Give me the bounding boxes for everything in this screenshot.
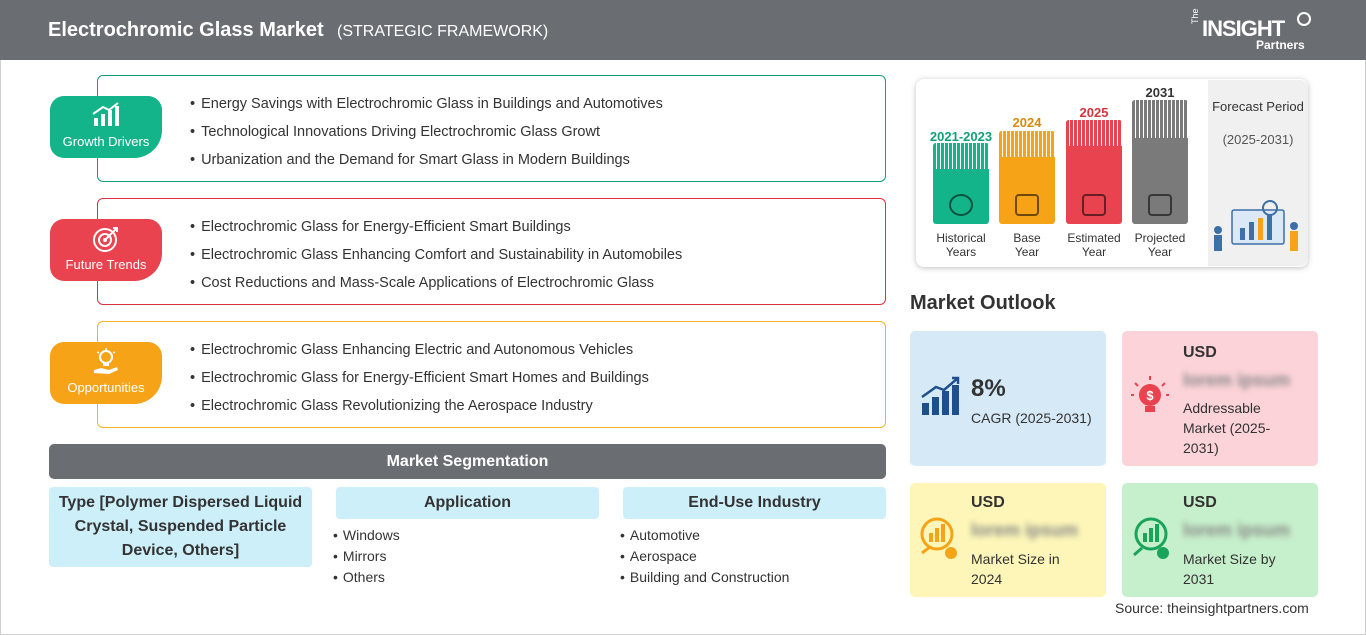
- future-trends-list: Electrochromic Glass for Energy-Efficien…: [190, 213, 682, 297]
- segment-end-use: End-Use Industry Automotive Aerospace Bu…: [623, 487, 886, 588]
- cagr-label: CAGR (2025-2031): [971, 410, 1092, 426]
- historical-bar: [933, 143, 989, 224]
- segment-type-head: Type [Polymer Dispersed Liquid Crystal, …: [49, 487, 312, 567]
- growth-drivers-list: Energy Savings with Electrochromic Glass…: [190, 90, 663, 174]
- segment-end-use-list: Automotive Aerospace Building and Constr…: [620, 525, 886, 588]
- list-item: Urbanization and the Demand for Smart Gl…: [190, 146, 663, 174]
- segment-application-list: Windows Mirrors Others: [333, 525, 599, 588]
- growth-drivers-card: Energy Savings with Electrochromic Glass…: [97, 75, 886, 182]
- money-chart-icon: [920, 517, 957, 559]
- historical-year: 2021-2023: [929, 129, 993, 144]
- list-item: Electrochromic Glass for Energy-Efficien…: [190, 364, 649, 392]
- addressable-market-box: $ USD lorem ipsum Addressable Market (20…: [1122, 331, 1318, 466]
- projected-label: Projected Year: [1134, 231, 1186, 259]
- list-item: Technological Innovations Driving Electr…: [190, 118, 663, 146]
- future-trends-tag: Future Trends: [50, 219, 162, 281]
- segment-type: Type [Polymer Dispersed Liquid Crystal, …: [49, 487, 312, 567]
- target-icon: [93, 227, 118, 252]
- estimated-year-bar: [1066, 120, 1122, 224]
- list-item: Electrochromic Glass Enhancing Electric …: [190, 336, 649, 364]
- analytics-people-icon: [1214, 200, 1298, 251]
- growth-chart-icon: [921, 376, 960, 415]
- list-item: Aerospace: [620, 546, 886, 567]
- cagr-box: 8% CAGR (2025-2031): [910, 331, 1106, 466]
- addressable-usd: USD: [1183, 344, 1217, 361]
- segment-application-head: Application: [336, 487, 599, 519]
- future-trends-label: Future Trends: [65, 257, 147, 272]
- growth-chart-icon: [92, 102, 119, 126]
- list-item: Electrochromic Glass for Energy-Efficien…: [190, 213, 682, 241]
- segment-end-use-head: End-Use Industry: [623, 487, 886, 519]
- logo-ring-icon: [1297, 12, 1311, 26]
- size-2031-value: lorem ipsum: [1183, 520, 1291, 540]
- list-item: Building and Construction: [620, 567, 886, 588]
- lightbulb-hand-icon: [94, 348, 118, 374]
- list-item: Automotive: [620, 525, 886, 546]
- opportunities-tag: Opportunities: [50, 342, 162, 404]
- list-item: Cost Reductions and Mass-Scale Applicati…: [190, 269, 682, 297]
- forecast-range: (2025-2031): [1222, 132, 1294, 147]
- bar-stripes: [1066, 120, 1122, 146]
- presentation-icon: [1148, 194, 1172, 216]
- size-2024-value: lorem ipsum: [971, 520, 1079, 540]
- future-trends-card: Electrochromic Glass for Energy-Efficien…: [97, 198, 886, 305]
- addressable-value: lorem ipsum: [1183, 370, 1291, 390]
- gear-chart-icon: [1082, 194, 1106, 216]
- historical-label: Historical Years: [936, 231, 986, 259]
- size-2031-label: Market Size by 2031: [1183, 551, 1276, 587]
- history-icon: [949, 194, 973, 216]
- base-year-bar: [999, 131, 1055, 224]
- growth-drivers-label: Growth Drivers: [62, 134, 150, 149]
- calendar-icon: [1015, 194, 1039, 216]
- page-header: Electrochromic Glass Market (STRATEGIC F…: [0, 0, 1366, 60]
- market-size-2031-box: USD lorem ipsum Market Size by 2031: [1122, 483, 1318, 597]
- bar-stripes: [1132, 100, 1188, 138]
- bar-stripes: [933, 143, 989, 169]
- size-2024-usd: USD: [971, 494, 1005, 511]
- page-title: Electrochromic Glass Market: [48, 19, 324, 41]
- size-2024-label: Market Size in 2024: [971, 551, 1060, 587]
- projected-year-bar: [1132, 100, 1188, 224]
- market-segmentation-bar: Market Segmentation: [49, 444, 886, 479]
- market-outlook-title: Market Outlook: [910, 292, 1056, 314]
- list-item: Electrochromic Glass Enhancing Comfort a…: [190, 241, 682, 269]
- list-item: Electrochromic Glass Revolutionizing the…: [190, 392, 649, 420]
- estimated-year: 2025: [1079, 105, 1109, 120]
- opportunities-card: Electrochromic Glass Enhancing Electric …: [97, 321, 886, 428]
- projected-year: 2031: [1145, 85, 1175, 100]
- list-item: Energy Savings with Electrochromic Glass…: [190, 90, 663, 118]
- forecast-title: Forecast Period: [1212, 99, 1304, 114]
- svg-text:$: $: [1146, 388, 1154, 403]
- opportunities-label: Opportunities: [67, 380, 145, 395]
- addressable-label: Addressable Market (2025-2031): [1183, 400, 1271, 456]
- cagr-value: 8%: [971, 375, 1006, 402]
- logo-insight: INSIGHT: [1202, 16, 1285, 41]
- market-size-2024-box: USD lorem ipsum Market Size in 2024: [910, 483, 1106, 597]
- base-label: Base Year: [1013, 231, 1041, 259]
- money-chart-icon: [1133, 517, 1169, 559]
- lightbulb-dollar-icon: $: [1131, 376, 1169, 412]
- size-2031-usd: USD: [1183, 494, 1217, 511]
- estimated-label: Estimated Year: [1067, 231, 1121, 259]
- base-year: 2024: [1012, 115, 1042, 130]
- page-subtitle: (STRATEGIC FRAMEWORK): [337, 23, 549, 40]
- insight-partners-logo: The INSIGHT Partners: [1190, 8, 1320, 54]
- list-item: Mirrors: [333, 546, 599, 567]
- segment-application: Application Windows Mirrors Others: [336, 487, 599, 588]
- logo-partners: Partners: [1256, 38, 1305, 52]
- source-text: Source: theinsightpartners.com: [1115, 600, 1309, 616]
- list-item: Windows: [333, 525, 599, 546]
- growth-drivers-tag: Growth Drivers: [50, 96, 162, 158]
- logo-the: The: [1190, 8, 1200, 24]
- bar-stripes: [999, 131, 1055, 157]
- list-item: Others: [333, 567, 599, 588]
- opportunities-list: Electrochromic Glass Enhancing Electric …: [190, 336, 649, 420]
